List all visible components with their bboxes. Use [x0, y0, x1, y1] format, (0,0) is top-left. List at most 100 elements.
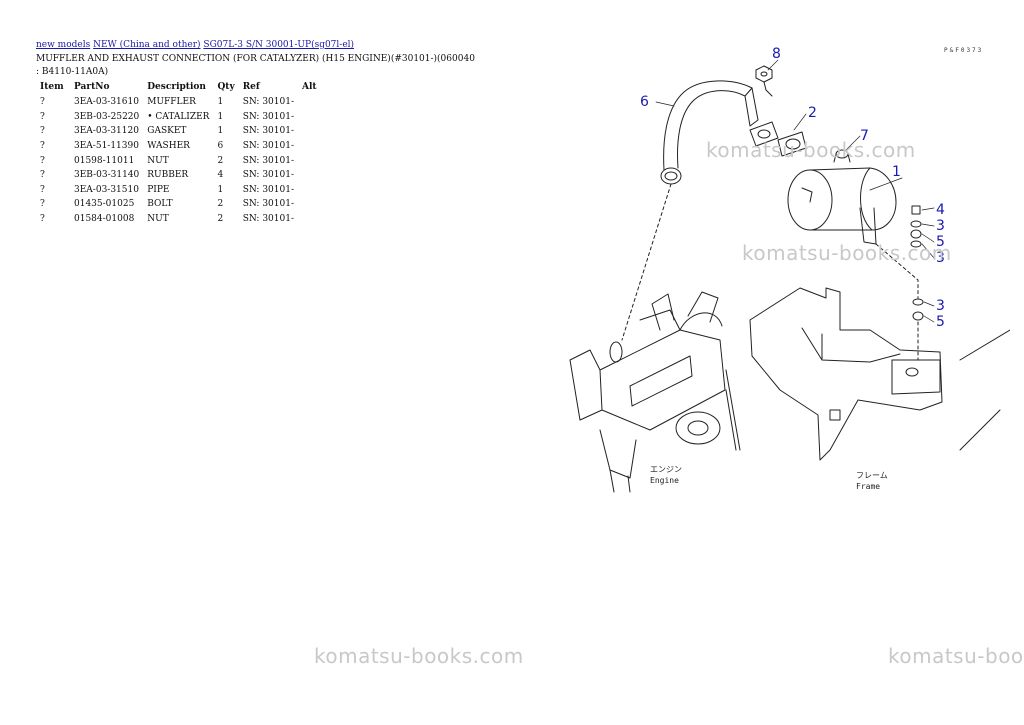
muffler-drawing	[787, 167, 903, 245]
cell-description: • CATALIZER	[147, 111, 210, 122]
cell-ref: SN: 30101-	[242, 155, 294, 166]
page-title: MUFFLER AND EXHAUST CONNECTION (FOR CATA…	[36, 54, 475, 77]
callouts: 8 6 2 7 1 4 3 5 3 3 5	[640, 46, 945, 330]
cell-item: ?	[40, 111, 45, 122]
fastener-stack-drawing	[875, 205, 924, 361]
table-row: ? 3EA-51-11390 WASHER 6 SN: 30101-	[36, 139, 322, 154]
cell-partno: 3EA-03-31120	[74, 126, 139, 137]
col-alt: Alt	[302, 81, 317, 92]
breadcrumb-link-model[interactable]: SG07L-3 S/N 30001-UP(sg07l-el)	[203, 40, 355, 50]
callout-6: 6	[640, 94, 649, 110]
cell-item: ?	[40, 184, 45, 195]
cell-item: ?	[40, 126, 45, 137]
frame-jp-label: フレーム	[856, 471, 888, 480]
callout-3c: 3	[936, 298, 945, 314]
cell-qty: 1	[217, 184, 224, 195]
cell-partno: 01584-01008	[74, 214, 135, 225]
col-partno: PartNo	[74, 81, 110, 92]
cell-description: NUT	[147, 155, 169, 166]
cell-alt	[298, 110, 322, 125]
cell-item: ?	[40, 214, 45, 225]
cell-description: NUT	[147, 214, 169, 225]
callout-7: 7	[860, 128, 869, 144]
cell-partno: 3EB-03-25220	[74, 111, 140, 122]
cell-item: ?	[40, 141, 45, 152]
frame-en-label: Frame	[856, 482, 880, 491]
breadcrumb-link-new-china[interactable]: NEW (China and other)	[93, 40, 201, 50]
cell-alt	[298, 139, 322, 154]
cell-qty: 4	[217, 170, 224, 181]
cell-qty: 6	[217, 141, 224, 152]
cell-partno: 3EB-03-31140	[74, 170, 140, 181]
cell-alt	[298, 183, 322, 198]
cell-description: MUFFLER	[147, 97, 196, 108]
bolt-drawing	[833, 149, 851, 163]
col-ref: Ref	[242, 81, 260, 92]
watermark: komatsu-books.com	[706, 138, 916, 162]
cell-qty: 2	[217, 214, 224, 225]
callout-5: 5	[936, 234, 945, 250]
cell-ref: SN: 30101-	[242, 141, 294, 152]
cell-description: RUBBER	[147, 170, 189, 181]
watermark: komatsu-books.com	[888, 644, 1024, 668]
cell-ref: SN: 30101-	[242, 126, 294, 137]
cell-qty: 2	[217, 155, 224, 166]
cell-alt	[298, 153, 322, 168]
cell-qty: 1	[217, 126, 224, 137]
cell-alt	[298, 124, 322, 139]
callout-4: 4	[936, 202, 945, 218]
callout-1: 1	[892, 164, 901, 180]
cell-description: WASHER	[147, 141, 190, 152]
cell-partno: 3EA-03-31610	[74, 97, 139, 108]
callout-8: 8	[772, 46, 781, 62]
cell-qty: 1	[217, 111, 224, 122]
callout-3: 3	[936, 218, 945, 234]
cell-partno: 01598-11011	[74, 155, 135, 166]
cell-description: GASKET	[147, 126, 187, 137]
cell-alt	[298, 95, 322, 110]
engine-drawing	[569, 291, 741, 493]
pipe-drawing	[660, 80, 759, 185]
cell-description: PIPE	[147, 184, 170, 195]
engine-jp-label: エンジン	[650, 465, 682, 474]
callout-leaders	[655, 59, 935, 323]
gasket-drawing	[749, 121, 807, 157]
nut-drawing	[755, 65, 773, 97]
col-description: Description	[147, 81, 206, 92]
table-row: ? 3EA-03-31120 GASKET 1 SN: 30101-	[36, 124, 322, 139]
engine-en-label: Engine	[650, 476, 679, 485]
cell-ref: SN: 30101-	[242, 97, 294, 108]
cell-item: ?	[40, 155, 45, 166]
col-qty: Qty	[217, 81, 235, 92]
table-row: ? 01598-11011 NUT 2 SN: 30101-	[36, 153, 322, 168]
callout-3b: 3	[936, 250, 945, 266]
cell-alt	[298, 168, 322, 183]
cell-partno: 3EA-03-31510	[74, 184, 139, 195]
cell-ref: SN: 30101-	[242, 170, 294, 181]
frame-drawing	[749, 287, 1010, 461]
parts-table: Item PartNo Description Qty Ref Alt ? 3EA…	[36, 80, 322, 226]
cell-partno: 3EA-51-11390	[74, 141, 139, 152]
callout-2: 2	[808, 105, 817, 121]
cell-ref: SN: 30101-	[242, 199, 294, 210]
drawing-labels: エンジン Engine フレーム Frame	[650, 465, 888, 491]
watermark: komatsu-books.com	[314, 644, 524, 668]
cell-qty: 1	[217, 97, 224, 108]
pipe-leader-line	[621, 183, 672, 341]
cell-ref: SN: 30101-	[242, 111, 294, 122]
cell-ref: SN: 30101-	[242, 214, 294, 225]
breadcrumb-link-new-models[interactable]: new models	[36, 40, 91, 50]
table-row: ? 3EA-03-31610 MUFFLER 1 SN: 30101-	[36, 95, 322, 110]
table-row: ? 3EB-03-31140 RUBBER 4 SN: 30101-	[36, 168, 322, 183]
table-row: ? 3EA-03-31510 PIPE 1 SN: 30101-	[36, 183, 322, 198]
cell-description: BOLT	[147, 199, 173, 210]
cell-item: ?	[40, 170, 45, 181]
callout-5b: 5	[936, 314, 945, 330]
breadcrumb: new models NEW (China and other) SG07L-3…	[36, 40, 354, 50]
exploded-parts-drawing: 8 6 2 7 1 4 3 5 3 3 5 エンジン Engine フレーム F…	[569, 46, 1010, 493]
table-header-row: Item PartNo Description Qty Ref Alt	[36, 80, 322, 95]
table-row: ? 3EB-03-25220 • CATALIZER 1 SN: 30101-	[36, 110, 322, 125]
cell-ref: SN: 30101-	[242, 184, 294, 195]
cell-item: ?	[40, 97, 45, 108]
